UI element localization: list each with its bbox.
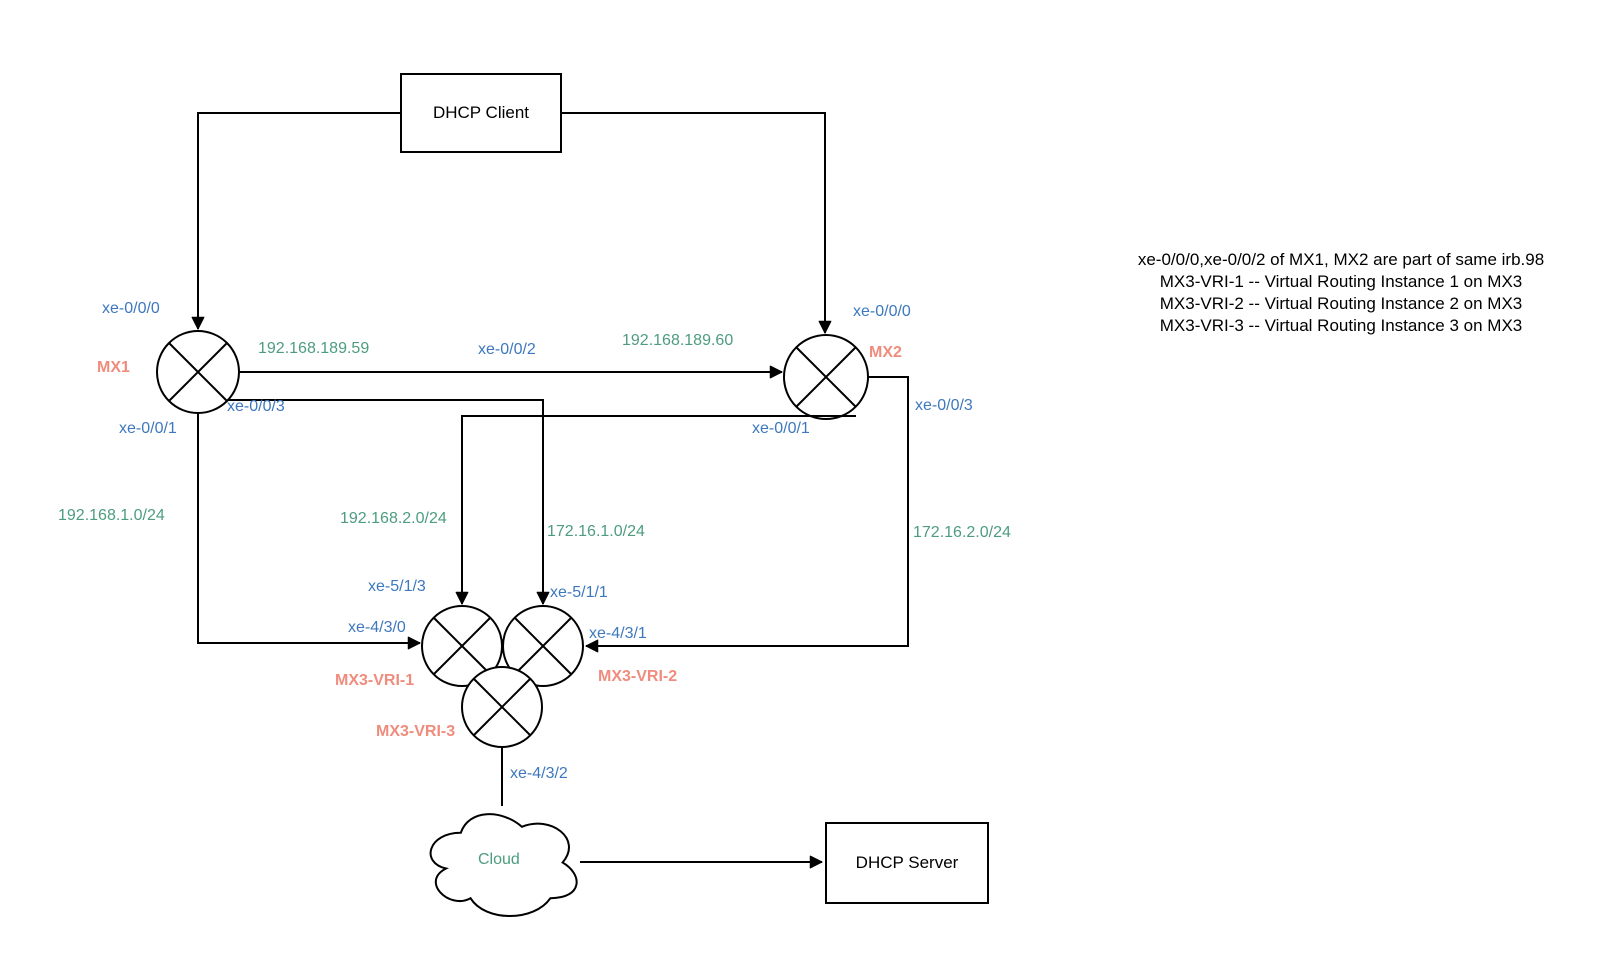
mx1-port-xe-0-0-0: xe-0/0/0 (102, 300, 160, 317)
mx2-port-xe-0-0-0: xe-0/0/0 (853, 303, 911, 320)
mx1-port-xe-0-0-3: xe-0/0/3 (227, 398, 285, 415)
router-mx2-icon (783, 334, 869, 420)
edge-mx2-to-vri2 (585, 376, 909, 653)
ip-192-168-189-60: 192.168.189.60 (622, 332, 734, 349)
edge-mx1-to-vri1 (197, 413, 421, 650)
vri2-port-xe-4-3-1: xe-4/3/1 (589, 625, 647, 642)
router-mx3-vri3-icon (461, 666, 543, 748)
subnet-172-16-1-0: 172.16.1.0/24 (547, 523, 645, 540)
edge-dhcpclient-to-mx2 (562, 112, 832, 334)
vri3-port-xe-4-3-2: xe-4/3/2 (510, 765, 568, 782)
note-line-vri1: MX3-VRI-1 -- Virtual Routing Instance 1 … (1159, 272, 1523, 291)
dhcp-server-node: DHCP Server (825, 822, 989, 904)
mx3-vri2-label: MX3-VRI-2 (598, 668, 678, 685)
vri2-port-xe-5-1-1: xe-5/1/1 (550, 584, 608, 601)
mx2-label: MX2 (869, 344, 902, 361)
vri1-port-xe-5-1-3: xe-5/1/3 (368, 578, 426, 595)
ip-192-168-189-59: 192.168.189.59 (258, 340, 370, 357)
mx3-vri1-label: MX3-VRI-1 (335, 672, 415, 689)
mx2-port-xe-0-0-1: xe-0/0/1 (752, 420, 810, 437)
subnet-192-168-1-0: 192.168.1.0/24 (58, 507, 165, 524)
dhcp-server-label: DHCP Server (855, 853, 959, 872)
mx1-port-xe-0-0-1: xe-0/0/1 (119, 420, 177, 437)
dhcp-client-label: DHCP Client (432, 103, 530, 122)
note-line-vri2: MX3-VRI-2 -- Virtual Routing Instance 2 … (1159, 294, 1523, 313)
edge-dhcpclient-to-mx1 (191, 112, 400, 330)
edge-mx2-to-vri1 (455, 415, 856, 605)
note-line-irb: xe-0/0/0,xe-0/0/2 of MX1, MX2 are part o… (1137, 250, 1545, 269)
mx3-vri3-label: MX3-VRI-3 (376, 723, 456, 740)
subnet-192-168-2-0: 192.168.2.0/24 (340, 510, 447, 527)
mx2-port-xe-0-0-3: xe-0/0/3 (915, 397, 973, 414)
diagram-notes: xe-0/0/0,xe-0/0/2 of MX1, MX2 are part o… (1110, 249, 1572, 337)
cloud-shape (429, 813, 578, 917)
dhcp-client-node: DHCP Client (400, 73, 562, 153)
mx1-label: MX1 (97, 359, 130, 376)
cloud-label: Cloud (478, 851, 520, 868)
note-line-vri3: MX3-VRI-3 -- Virtual Routing Instance 3 … (1159, 316, 1523, 335)
vri1-port-xe-4-3-0: xe-4/3/0 (348, 619, 406, 636)
subnet-172-16-2-0: 172.16.2.0/24 (913, 524, 1011, 541)
edge-mx1-to-vri2 (228, 399, 550, 605)
link-port-xe-0-0-2: xe-0/0/2 (478, 341, 536, 358)
router-mx3-vri2-icon (502, 605, 584, 687)
